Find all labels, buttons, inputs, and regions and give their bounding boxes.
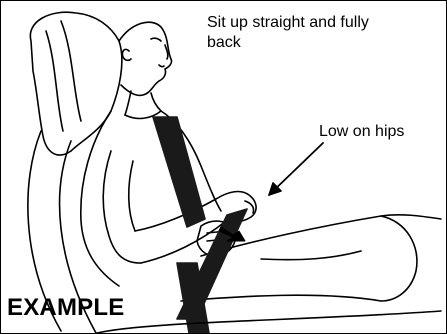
neck-front bbox=[151, 93, 161, 111]
mouth bbox=[159, 65, 164, 67]
torso-back bbox=[81, 111, 119, 286]
hair-strand-2 bbox=[61, 21, 81, 121]
lap-fold bbox=[261, 251, 361, 260]
face-outline bbox=[119, 22, 172, 95]
hair-outline bbox=[30, 12, 122, 155]
knee bbox=[381, 216, 417, 301]
neck bbox=[125, 91, 131, 115]
shoulder-belt bbox=[153, 117, 205, 227]
thigh-bottom bbox=[181, 295, 381, 301]
seat-cushion bbox=[97, 311, 441, 333]
eye bbox=[151, 38, 161, 41]
sit-up-label: Sit up straight and fully back bbox=[207, 13, 407, 53]
upper-arm-inner bbox=[129, 161, 135, 231]
upper-arm bbox=[103, 151, 141, 263]
ear bbox=[122, 49, 131, 60]
low-on-hips-label: Low on hips bbox=[319, 122, 404, 142]
example-label: EXAMPLE bbox=[7, 293, 124, 323]
hair-strand-1 bbox=[46, 31, 63, 131]
